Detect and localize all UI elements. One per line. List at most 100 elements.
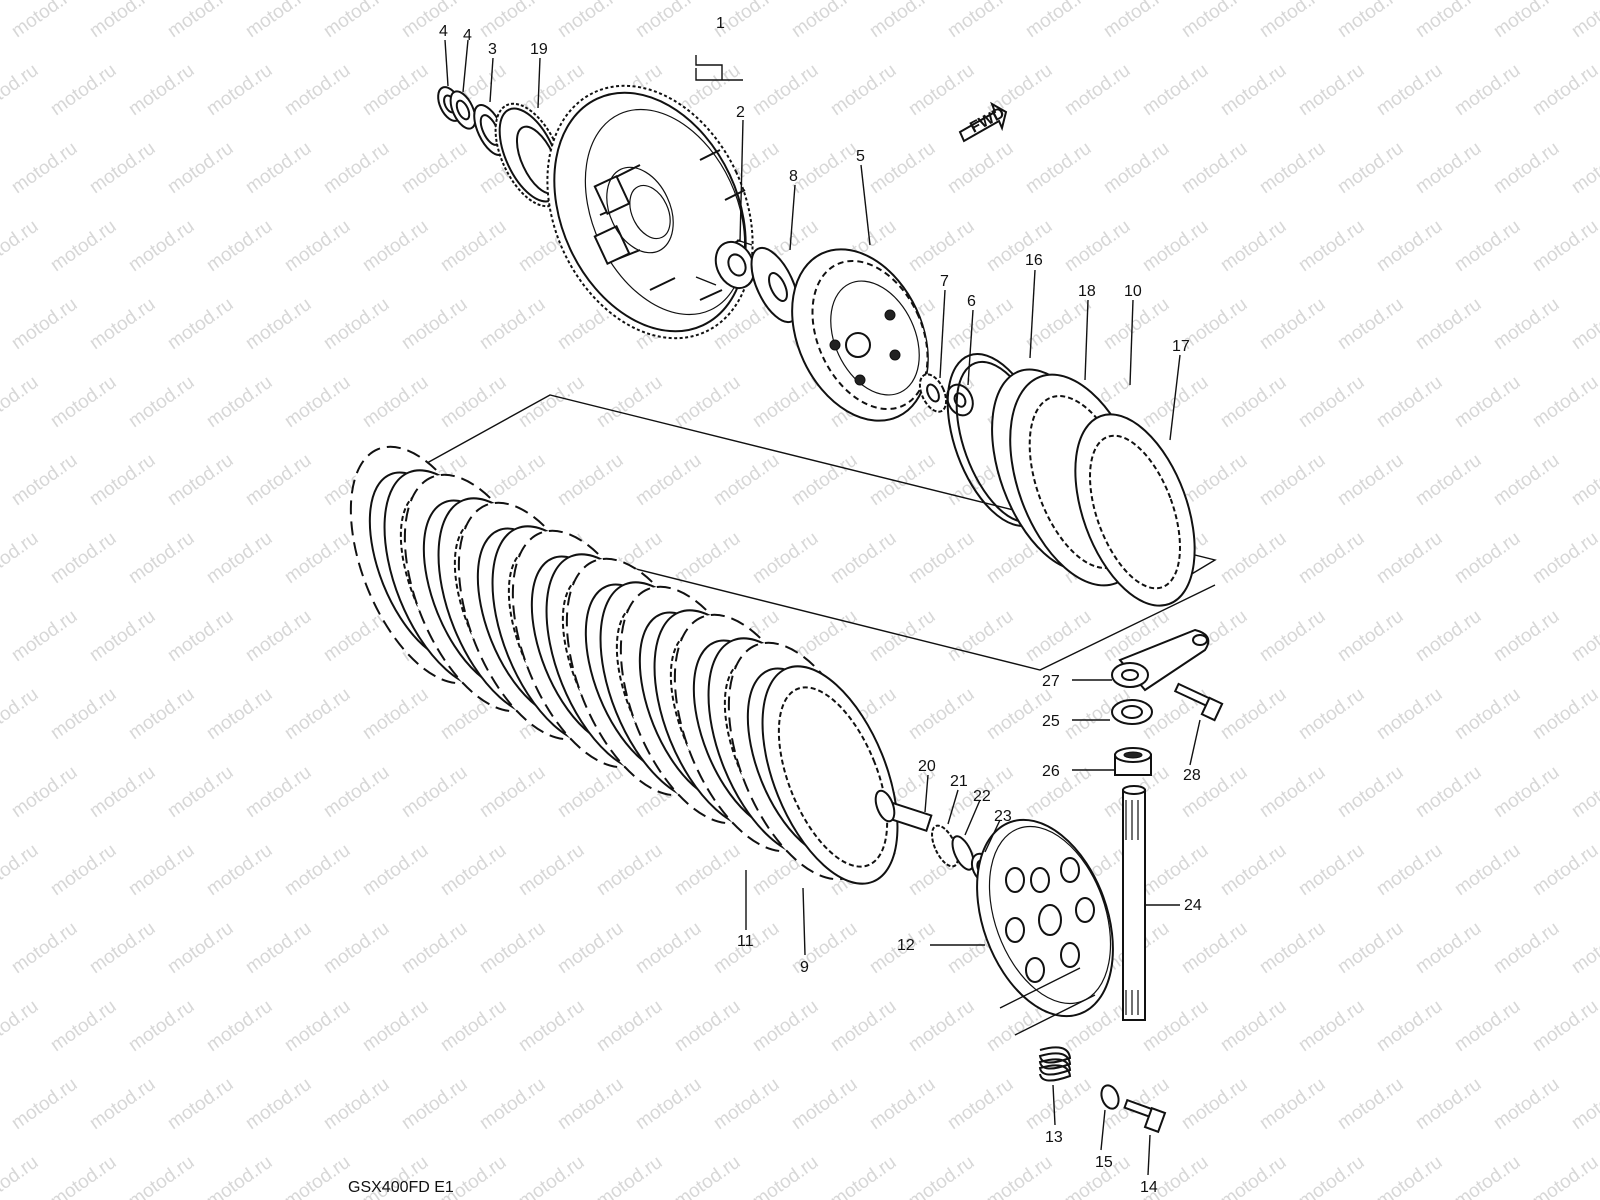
watermark-text: motod.ru [1217,1152,1290,1200]
watermark-text: motod.ru [1451,996,1524,1056]
watermark-text: motod.ru [320,0,393,42]
callout-5: 5 [856,148,865,165]
callout-27: 27 [1042,673,1060,690]
watermark-text: motod.ru [632,450,705,510]
watermark-text: motod.ru [281,684,354,744]
watermark-text: motod.ru [47,996,120,1056]
watermark-text: motod.ru [164,762,237,822]
watermark-text: motod.ru [866,0,939,42]
watermark-text: motod.ru [515,996,588,1056]
watermark-text: motod.ru [866,450,939,510]
callout-17: 17 [1172,338,1190,355]
watermark-text: motod.ru [1295,528,1368,588]
watermark-text: motod.ru [749,528,822,588]
watermark-text: motod.ru [671,840,744,900]
watermark-text: motod.ru [788,1074,861,1134]
part-15-washer [1100,1084,1120,1110]
watermark-text: motod.ru [671,372,744,432]
watermark-text: motod.ru [905,216,978,276]
callout-18: 18 [1078,283,1096,300]
watermark-text: motod.ru [944,1074,1017,1134]
callout-24: 24 [1184,897,1202,914]
watermark-text: motod.ru [164,1074,237,1134]
watermark-text: motod.ru [1334,762,1407,822]
watermark-text: motod.ru [1568,1074,1600,1134]
watermark-text: motod.ru [632,1074,705,1134]
watermark-text: motod.ru [8,918,81,978]
watermark-text: motod.ru [788,0,861,42]
watermark-text: motod.ru [281,528,354,588]
watermark-text: motod.ru [8,762,81,822]
watermark-text: motod.ru [47,372,120,432]
watermark-text: motod.ru [1373,1152,1446,1200]
watermark-text: motod.ru [0,1152,42,1200]
watermark-text: motod.ru [398,762,471,822]
watermark-text: motod.ru [1451,60,1524,120]
watermark-text: motod.ru [1568,762,1600,822]
watermark-text: motod.ru [1295,216,1368,276]
watermark-text: motod.ru [8,294,81,354]
watermark-text: motod.ru [1139,840,1212,900]
watermark-text: motod.ru [749,996,822,1056]
watermark-text: motod.ru [1022,606,1095,666]
watermark-text: motod.ru [1373,60,1446,120]
watermark-text: motod.ru [203,996,276,1056]
watermark-text: motod.ru [1334,294,1407,354]
watermark-text: motod.ru [0,450,3,510]
part-17-driven-plate [1074,413,1196,607]
watermark-text: motod.ru [86,918,159,978]
watermark-text: motod.ru [1451,684,1524,744]
part-25-oil-seal [1111,699,1153,725]
watermark-text: motod.ru [1412,762,1485,822]
watermark-text: motod.ru [554,0,627,42]
watermark-text: motod.ru [827,1152,900,1200]
callout-16: 16 [1025,252,1043,269]
watermark-text: motod.ru [203,372,276,432]
watermark-text: motod.ru [203,60,276,120]
watermark-text: motod.ru [1178,1074,1251,1134]
watermark-text: motod.ru [8,0,81,42]
watermark-text: motod.ru [1568,918,1600,978]
watermark-text: motod.ru [47,1152,120,1200]
watermark-text: motod.ru [1256,294,1329,354]
clutch-plate-stack [349,445,899,885]
watermark-text: motod.ru [242,918,315,978]
watermark-text: motod.ru [0,840,42,900]
watermark-text: motod.ru [398,294,471,354]
callout-2: 2 [736,104,745,121]
watermark-text: motod.ru [476,1074,549,1134]
watermark-text: motod.ru [1334,606,1407,666]
watermark-text: motod.ru [1256,1074,1329,1134]
part-22-washer [951,835,975,871]
watermark-text: motod.ru [125,60,198,120]
watermark-text: motod.ru [281,216,354,276]
watermark-text: motod.ru [554,1074,627,1134]
watermark-text: motod.ru [242,0,315,42]
callout-28: 28 [1183,767,1201,784]
watermark-text: motod.ru [671,996,744,1056]
watermark-text: motod.ru [1178,0,1251,42]
watermark-text: motod.ru [1178,138,1251,198]
watermark-text: motod.ru [1295,1152,1368,1200]
callout-22: 22 [973,788,991,805]
watermark-text: motod.ru [1139,60,1212,120]
watermark-text: motod.ru [944,0,1017,42]
watermark-text: motod.ru [281,372,354,432]
watermark-text: motod.ru [1295,996,1368,1056]
watermark-text: motod.ru [1529,60,1600,120]
watermark-text: motod.ru [1139,996,1212,1056]
watermark-text: motod.ru [515,840,588,900]
watermark-text: motod.ru [47,60,120,120]
watermark-text: motod.ru [1451,528,1524,588]
watermark-text: motod.ru [203,528,276,588]
watermark-text: motod.ru [1100,138,1173,198]
part-28-bolt [1173,682,1224,722]
watermark-text: motod.ru [710,1074,783,1134]
watermark-text: motod.ru [1334,918,1407,978]
watermark-text: motod.ru [476,294,549,354]
callout-4b: 4 [463,27,472,44]
part-4-nut [437,86,477,130]
watermark-text: motod.ru [1529,528,1600,588]
leader-lines [444,39,1201,1176]
